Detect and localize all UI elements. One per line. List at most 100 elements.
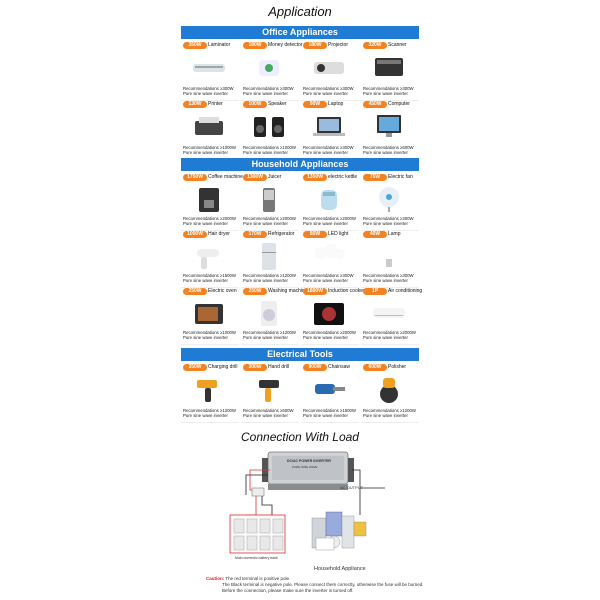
- appliance-name: Coffee machine: [208, 174, 243, 180]
- wattage-badge: 350W: [183, 42, 207, 49]
- household-appliances-image: [311, 511, 367, 551]
- wattage-badge: 180W: [243, 42, 267, 49]
- scanner-icon: [369, 52, 409, 82]
- recommendation-line: Recommendations ≥1000W: [183, 145, 236, 150]
- pure-sine-line: Pure sine wave inverter: [243, 335, 288, 340]
- ac-output-label: AC OUTPUT: [340, 485, 364, 490]
- hair-dryer-icon: [189, 241, 229, 271]
- fuse-block: [251, 487, 265, 497]
- wattage-badge: 1P: [363, 288, 387, 295]
- recommendation-line: Recommendations ≥2000W: [183, 216, 236, 221]
- led-light-icon: [309, 241, 349, 271]
- wattage-badge: 1350W: [303, 174, 327, 181]
- kettle-icon: [309, 184, 349, 214]
- recommendation-line: Recommendations ≥1500W: [303, 408, 356, 413]
- recommendation-line: Recommendations ≥1200W: [183, 408, 236, 413]
- wattage-badge: 1300W: [243, 174, 267, 181]
- wattage-badge: 600W: [363, 364, 387, 371]
- recommendation-line: Recommendations ≥300W: [303, 145, 354, 150]
- induction-cooker-icon: [309, 298, 349, 328]
- appliance-name: Speaker: [268, 101, 287, 107]
- page-title: Application: [268, 4, 332, 19]
- wattage-badge: 1000W: [183, 231, 207, 238]
- appliance-name: Printer: [208, 101, 223, 107]
- recommendation-line: Recommendations ≥300W: [303, 273, 354, 278]
- pure-sine-line: Pure sine wave inverter: [363, 221, 408, 226]
- pure-sine-line: Pure sine wave inverter: [303, 150, 348, 155]
- pure-sine-line: Pure sine wave inverter: [303, 221, 348, 226]
- recommendation-line: Recommendations ≥1000W: [243, 145, 296, 150]
- recommendation-line: Recommendations ≥1200W: [243, 330, 296, 335]
- pure-sine-line: Pure sine wave inverter: [243, 221, 288, 226]
- pure-sine-line: Pure sine wave inverter: [183, 221, 228, 226]
- wattage-badge: 130W: [183, 101, 207, 108]
- wattage-badge: 75W: [363, 174, 387, 181]
- wattage-badge: 250W: [243, 288, 267, 295]
- appliance-name: Electric fan: [388, 174, 413, 180]
- recommendation-line: Recommendations ≥2000W: [243, 216, 296, 221]
- appliance-name: Computer: [388, 101, 410, 107]
- appliance-name: Refrigerator: [268, 231, 295, 237]
- wattage-badge: 900W: [303, 364, 327, 371]
- pure-sine-line: Pure sine wave inverter: [363, 335, 408, 340]
- recommendation-line: Recommendations ≥300W: [183, 86, 234, 91]
- refrigerator-icon: [249, 241, 289, 271]
- appliance-name: Hair dryer: [208, 231, 230, 237]
- speaker-icon: [249, 111, 289, 141]
- pure-sine-line: Pure sine wave inverter: [243, 91, 288, 96]
- appliance-name: Juicer: [268, 174, 282, 180]
- caution-line-1: The red terminal is positive pole.: [225, 576, 291, 581]
- charging-drill-icon: [189, 374, 229, 404]
- pure-sine-line: Pure sine wave inverter: [183, 91, 228, 96]
- appliance-name: Hand drill: [268, 364, 290, 370]
- pure-sine-line: Pure sine wave inverter: [243, 413, 288, 418]
- appliance-name: Laptop: [328, 101, 344, 107]
- section-header-household: Household Appliances: [181, 158, 419, 171]
- pure-sine-line: Pure sine wave inverter: [303, 278, 348, 283]
- wattage-badge: 90W: [303, 101, 327, 108]
- recommendation-line: Recommendations ≥300W: [363, 216, 414, 221]
- wattage-badge: 350W: [183, 364, 207, 371]
- wattage-badge: 180W: [303, 42, 327, 49]
- pure-sine-line: Pure sine wave inverter: [303, 413, 348, 418]
- pure-sine-line: Pure sine wave inverter: [243, 150, 288, 155]
- inverter-label-1: DC/AC POWER INVERTER: [287, 459, 331, 463]
- appliance-name: electric kettle: [328, 174, 358, 180]
- computer-icon: [369, 111, 409, 141]
- recommendation-line: Recommendations ≥2000W: [303, 330, 356, 335]
- appliance-name: LED light: [328, 231, 349, 237]
- pure-sine-line: Pure sine wave inverter: [303, 91, 348, 96]
- wattage-badge: 450W: [363, 101, 387, 108]
- washing-machine-icon: [249, 298, 289, 328]
- wattage-badge: 40W: [363, 231, 387, 238]
- appliance-name: Money detector: [268, 42, 303, 48]
